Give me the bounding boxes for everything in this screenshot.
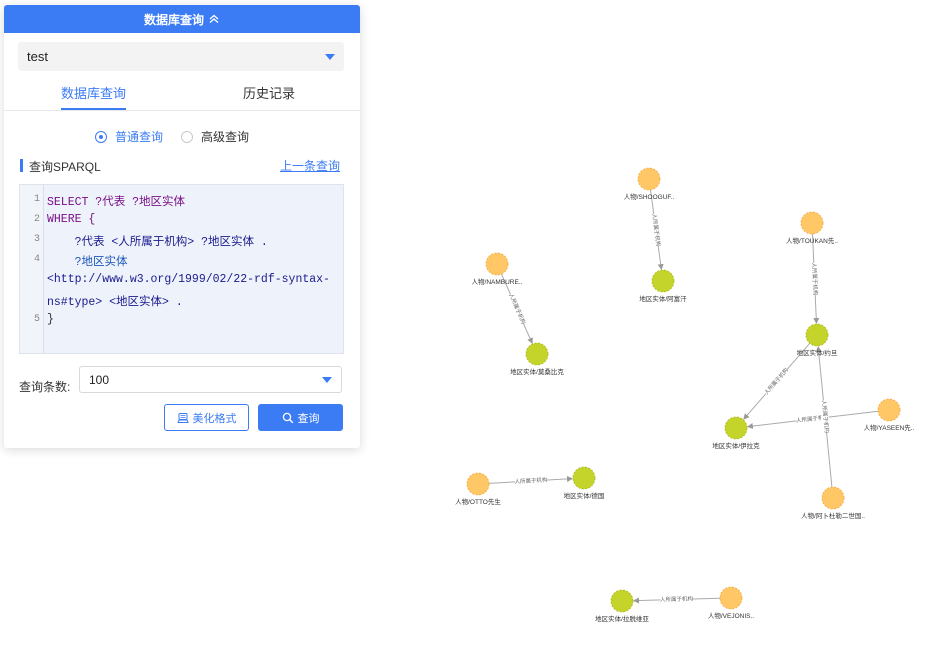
graph-edge-label-bg — [796, 413, 829, 425]
query-button-label: 查询 — [297, 412, 320, 425]
database-query-panel: 数据库查询 test 数据库查询 历史记录 普通查询 高级查询 查询SPARQL… — [4, 5, 360, 448]
graph-edge-label-bg — [763, 367, 790, 396]
node-label: 人物/OTTO先生 — [455, 497, 501, 506]
tab-history[interactable]: 历史记录 — [243, 83, 295, 109]
node-label: 地区实体/阿富汗 — [639, 294, 687, 303]
panel-header[interactable]: 数据库查询 — [4, 5, 360, 33]
node-label: 人物/NAMBURE.. — [472, 277, 523, 286]
region-node[interactable] — [572, 466, 596, 490]
node-label: 人物/VEJONIS.. — [708, 611, 754, 620]
node-label: 地区实体/约旦 — [797, 348, 838, 357]
region-node[interactable] — [610, 589, 634, 613]
code-line: WHERE { — [47, 213, 96, 226]
graph-edge-label: 人所属于机构 — [762, 366, 790, 397]
panel-title: 数据库查询 — [143, 12, 204, 27]
graph-edge-label-bg — [810, 262, 819, 296]
person-node[interactable] — [719, 586, 743, 610]
node-label: 人物/SHOOGUF.. — [624, 192, 675, 201]
person-node[interactable] — [637, 167, 661, 191]
graph-edge-label-bg — [514, 476, 548, 486]
chevron-up-icon[interactable] — [208, 13, 220, 25]
count-select-value: 100 — [89, 373, 110, 387]
region-node[interactable] — [724, 416, 748, 440]
node-label: 地区实体/德国 — [564, 491, 605, 500]
line-number: 2 — [33, 214, 40, 225]
query-mode-group: 普通查询 高级查询 — [4, 128, 360, 146]
graph-edge-label-bg — [819, 400, 831, 433]
database-select-value: test — [27, 49, 48, 64]
graph-edge-label: 人所属于机构 — [507, 292, 528, 326]
query-button[interactable]: 查询 — [258, 404, 343, 431]
code-line: ns#type> <地区实体> . — [47, 296, 183, 309]
region-node[interactable] — [651, 269, 675, 293]
code-line: <http://www.w3.org/1999/02/22-rdf-syntax… — [47, 273, 330, 286]
format-icon — [176, 412, 189, 423]
graph-edge-label: 人所属于机构 — [810, 262, 819, 296]
node-label: 地区实体/莫桑比克 — [510, 367, 564, 376]
person-node[interactable] — [485, 252, 509, 276]
beautify-button-label: 美化格式 — [192, 412, 237, 425]
line-number: 1 — [33, 194, 40, 205]
database-select[interactable]: test — [18, 42, 344, 71]
count-select[interactable]: 100 — [79, 366, 342, 393]
code-line: ?地区实体 — [47, 256, 128, 269]
tab-database-query[interactable]: 数据库查询 — [47, 83, 140, 110]
line-number: 3 — [33, 234, 40, 245]
count-label: 查询条数: — [19, 380, 71, 394]
graph-edge-label: 人所属于机构 — [796, 412, 830, 424]
graph-edge-label-bg — [650, 213, 662, 247]
sparql-editor[interactable]: 1 2 3 4 5 SELECT ?代表 ?地区实体 WHERE { ?代表 <… — [19, 184, 344, 354]
edges-layer: 人所属于机构人所属于机构人所属于机构人所属于机构人所属于机构人所属于机构人所属于… — [488, 189, 879, 604]
graph-edge-label: 人所属于机构 — [820, 400, 831, 434]
nodes-layer: 人物/SHOOGUF.. 地区实体/阿富汗 人物/NAMBURE.. 地区实体/莫桑比… — [455, 167, 915, 623]
caret-down-icon — [325, 54, 335, 60]
tab-database-query-label: 数据库查询 — [61, 86, 127, 101]
person-node[interactable] — [821, 486, 845, 510]
tab-bar: 数据库查询 历史记录 — [4, 77, 360, 111]
person-node[interactable] — [466, 472, 490, 496]
radio-normal-query[interactable]: 普通查询 — [95, 128, 163, 145]
node-label: 人物/阿卜杜勒二世国.. — [801, 511, 865, 520]
code-line: ?代表 <人所属于机构> ?地区实体 . — [47, 236, 268, 249]
line-number: 4 — [33, 254, 40, 265]
node-label: 地区实体/伊拉克 — [712, 441, 760, 450]
region-node[interactable] — [805, 323, 829, 347]
radio-checked-icon — [95, 130, 107, 143]
line-number: 5 — [33, 314, 40, 325]
code-line: } — [47, 313, 54, 326]
radio-advanced-query[interactable]: 高级查询 — [181, 128, 249, 145]
node-label: 地区实体/拉脱维亚 — [595, 614, 649, 623]
node-label: 人物/YASEEN先.. — [864, 423, 915, 432]
region-node[interactable] — [525, 342, 549, 366]
graph-edge-label: 人所属于机构 — [514, 476, 548, 486]
node-label: 人物/TOUKAN先.. — [786, 236, 838, 245]
graph-edge-label: 人所属于机构 — [650, 213, 662, 247]
radio-advanced-query-label: 高级查询 — [201, 130, 250, 144]
section-title: 查询SPARQL — [20, 158, 101, 175]
radio-unchecked-icon — [181, 130, 193, 143]
beautify-button[interactable]: 美化格式 — [164, 404, 249, 431]
tab-history-label: 历史记录 — [243, 86, 296, 101]
code-line: SELECT ?代表 ?地区实体 — [47, 196, 186, 209]
editor-gutter: 1 2 3 4 5 — [20, 185, 44, 353]
radio-normal-query-label: 普通查询 — [115, 130, 164, 144]
person-node[interactable] — [877, 398, 901, 422]
search-icon — [282, 412, 293, 423]
previous-query-link[interactable]: 上一条查询 — [280, 159, 341, 173]
caret-down-icon — [322, 377, 332, 383]
graph-edge-label-bg — [507, 292, 527, 326]
person-node[interactable] — [800, 211, 824, 235]
graph-edge-label: 人所属于机构 — [660, 594, 694, 603]
graph-edge-label-bg — [660, 595, 693, 604]
